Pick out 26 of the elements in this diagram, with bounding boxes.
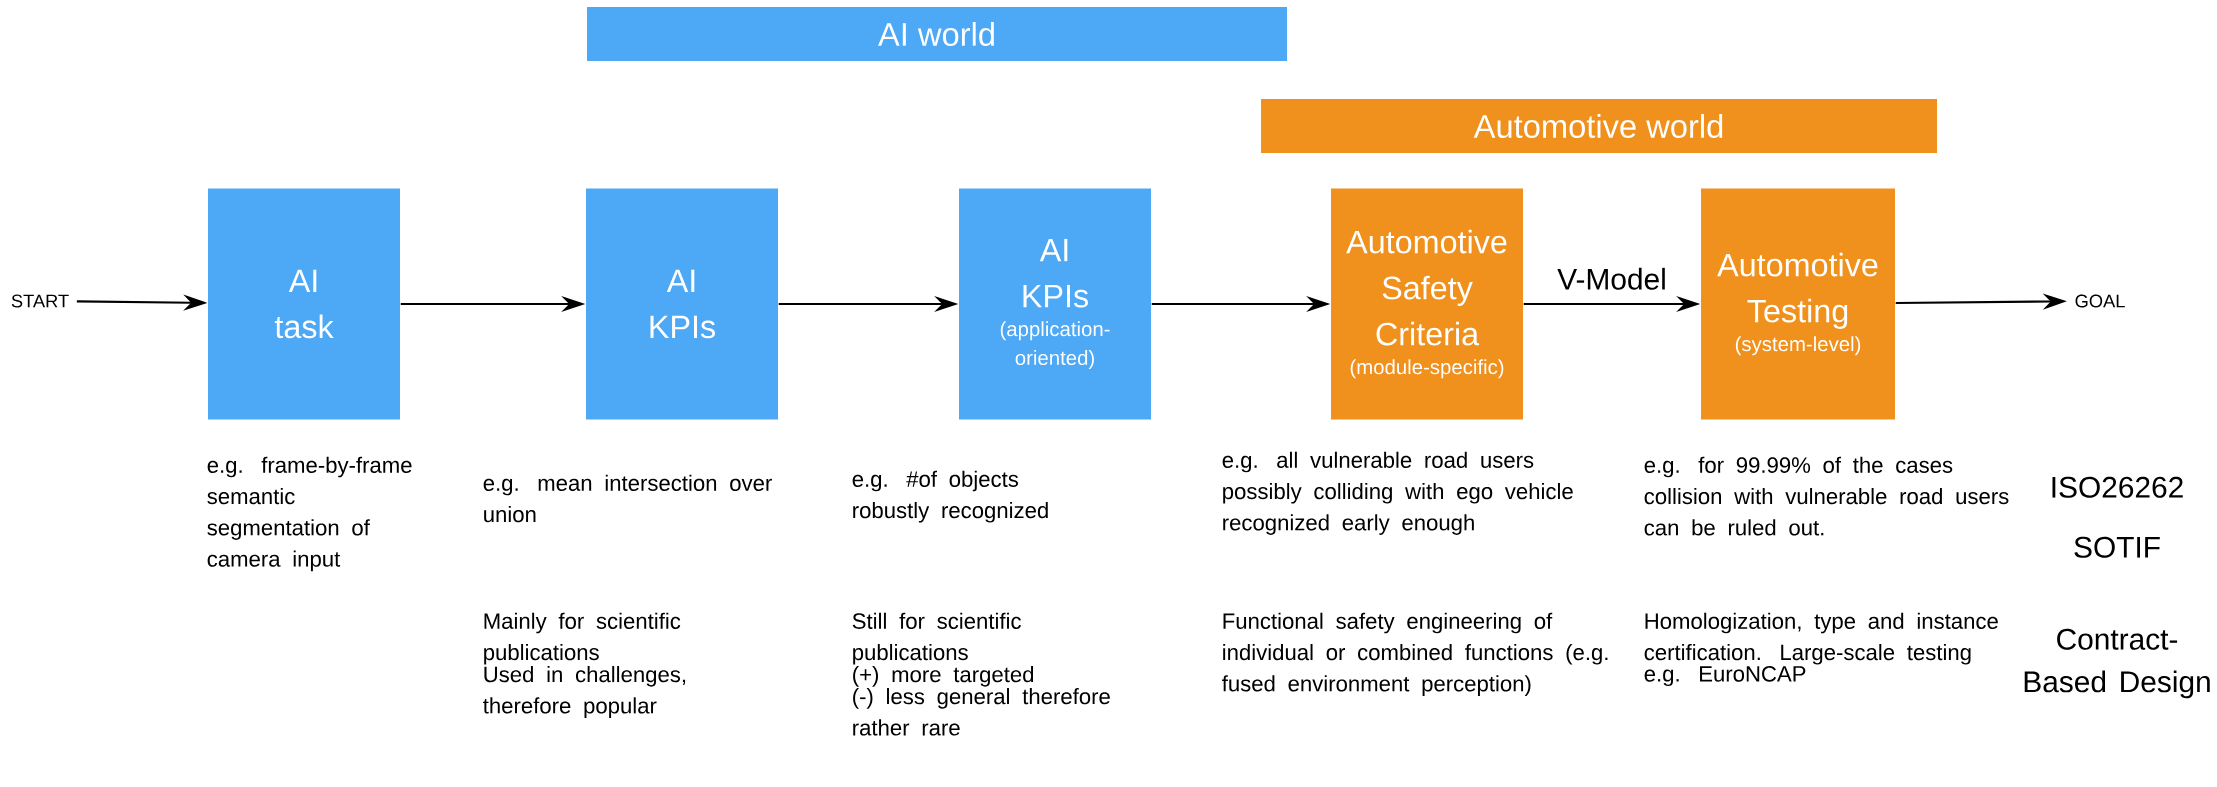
terminal-label: GOAL	[2075, 294, 2125, 308]
note-text: e.g. for 99.99% of the cases collision with vulnerable road users can be ruled out.	[1644, 456, 2009, 536]
standard-label: Contract-Based Design	[2024, 628, 2210, 699]
note-text: e.g. #of objects robustly recognized	[852, 470, 1048, 523]
note-text: e.g. all vulnerable road users possibly colliding with ego vehicle recognized early enough	[1222, 451, 1573, 535]
banner: AI world	[587, 7, 1287, 61]
note-text: Mainly for scientific publications	[484, 612, 681, 665]
note-text: Functional safety engineering of individual or combined functions (e.g. fused environment perception)	[1222, 612, 1608, 696]
note-text: e.g. frame-by-frame semantic segmentation of camera input	[207, 456, 412, 572]
note-text: (-) less general therefore rather rare	[853, 688, 1110, 736]
process-box: AI KPIs	[586, 188, 778, 420]
note-text: Homologization, type and instance certification. Large-scale testing	[1644, 612, 1998, 665]
terminal-label: START	[11, 294, 69, 308]
process-box: AI KPIs (application-oriented)	[959, 188, 1151, 420]
edge-label: V-Model	[1553, 264, 1671, 294]
standard-label: SOTIF	[2074, 536, 2160, 558]
note-text: e.g. EuroNCAP	[1644, 666, 1806, 687]
note-text: e.g. mean intersection over union	[483, 474, 772, 523]
note-text: Still for scientific publications	[852, 612, 1021, 665]
process-box: Automotive Testing (system-level)	[1701, 188, 1895, 420]
note-text: Used in challenges, therefore popular	[483, 666, 686, 718]
process-box: AI task	[208, 188, 400, 420]
process-box: Automotive Safety Criteria (module-specific)	[1331, 188, 1523, 420]
note-text: (+) more targeted	[853, 666, 1034, 687]
banner: Automotive world	[1261, 99, 1937, 153]
standard-label: ISO26262	[2052, 476, 2183, 498]
